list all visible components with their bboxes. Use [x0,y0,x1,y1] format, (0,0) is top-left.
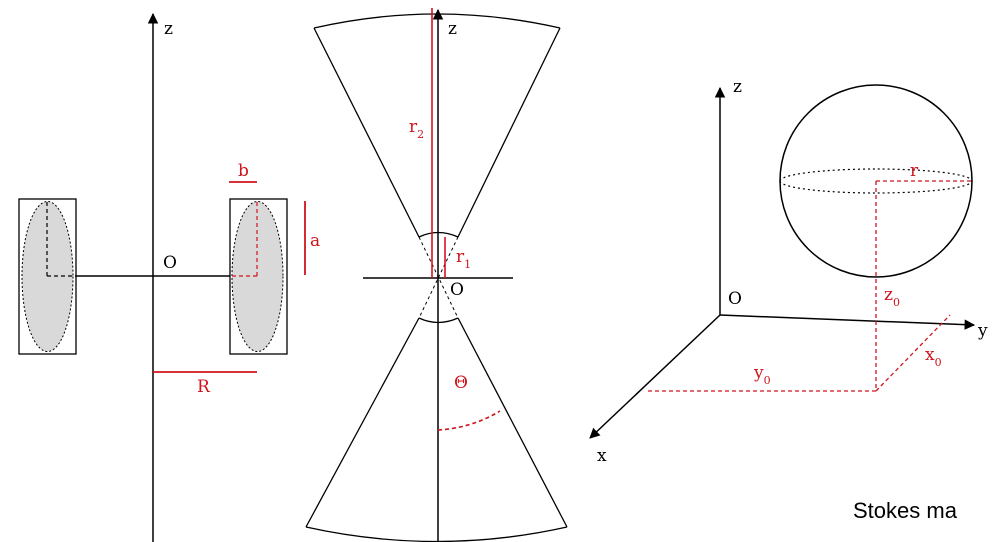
lower-cone-outer-arc [305,526,568,542]
torus-panel: z O b a R [18,12,320,542]
x0-dashed-line [875,314,951,392]
cones-z-axis-label: z [448,19,457,39]
sphere-panel: z y x O r z0 y0 x0 [589,77,988,466]
upper-cone-outer-arc [313,13,561,29]
upper-cone-left-edge [313,27,420,238]
theta-arc [437,410,501,431]
outer-radius-label: r2 [409,117,424,141]
torus-origin-label: O [163,253,177,273]
inner-radius-label: r1 [456,247,471,271]
sphere-x-axis-label: x [597,446,607,466]
sphere-origin-label: O [728,289,742,309]
sphere-equator-back [779,168,973,182]
lower-cone-right-edge [457,317,568,528]
z0-label: z0 [884,285,900,309]
torus-z-axis-label: z [164,19,173,39]
cones-origin-label: O [450,280,464,300]
torus-width-label: b [238,161,249,181]
y0-label: y0 [753,363,771,387]
sphere-z-axis-label: z [733,77,742,97]
sphere-y-axis-label: y [977,321,988,341]
lower-cone-left-edge [305,317,420,528]
torus-height-label: a [310,231,320,251]
theta-label: Θ [454,373,468,393]
sphere-x-axis [589,314,721,439]
torus-right-cross-section [231,201,284,352]
torus-right-bounding-box [229,198,288,355]
sphere-radius-label: r [910,161,919,181]
sphere-y-axis [719,314,976,330]
caption-text: Stokes ma [853,498,957,523]
torus-radius-label: R [197,377,211,397]
upper-cone-right-edge [457,27,561,238]
x0-label: x0 [925,345,942,369]
cones-panel: z O r2 r1 Θ [305,8,568,542]
